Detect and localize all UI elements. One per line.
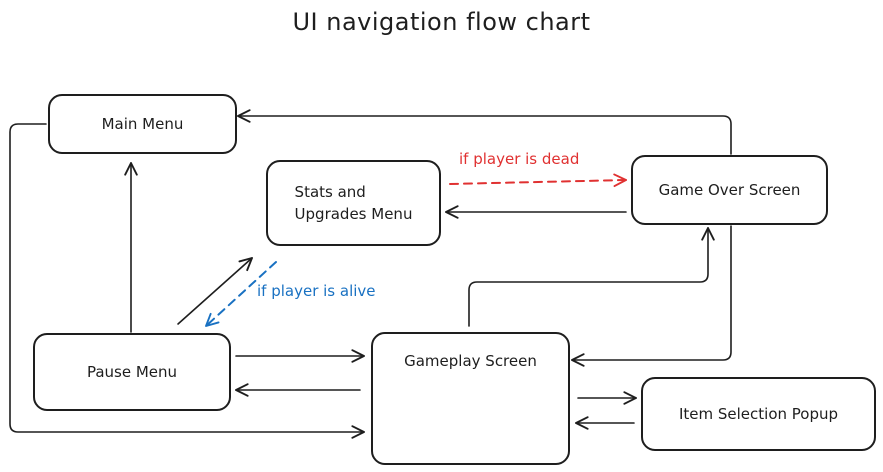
node-main-menu[interactable]: Main Menu bbox=[48, 94, 237, 154]
edge-alive-to-pause bbox=[205, 261, 277, 327]
edge-label-if-alive: if player is alive bbox=[257, 282, 376, 300]
edge-gameover-to-gameplay bbox=[571, 225, 732, 367]
node-gameplay-screen[interactable]: Gameplay Screen bbox=[371, 332, 570, 465]
edge-label-if-dead: if player is dead bbox=[459, 150, 580, 168]
diagram-title: UI navigation flow chart bbox=[292, 8, 591, 36]
node-gameplay-label: Gameplay Screen bbox=[404, 352, 537, 370]
edge-gameover-to-mainmenu bbox=[237, 109, 732, 155]
edge-pause-to-stats bbox=[177, 257, 253, 325]
node-main-menu-label: Main Menu bbox=[101, 115, 184, 133]
node-stats-upgrades-label: Stats and Upgrades Menu bbox=[294, 183, 413, 223]
edge-mainmenu-to-gameplay bbox=[9, 123, 365, 439]
node-stats-upgrades-menu[interactable]: Stats and Upgrades Menu bbox=[266, 160, 441, 246]
node-game-over-label: Game Over Screen bbox=[658, 181, 801, 199]
node-item-selection-label: Item Selection Popup bbox=[678, 405, 839, 423]
edge-dead-to-gameover bbox=[449, 173, 627, 188]
node-pause-menu-label: Pause Menu bbox=[86, 363, 178, 381]
node-game-over-screen[interactable]: Game Over Screen bbox=[631, 155, 828, 225]
edge-gameplay-to-gameover bbox=[468, 227, 715, 327]
node-pause-menu[interactable]: Pause Menu bbox=[33, 333, 231, 411]
node-item-selection-popup[interactable]: Item Selection Popup bbox=[641, 377, 876, 451]
